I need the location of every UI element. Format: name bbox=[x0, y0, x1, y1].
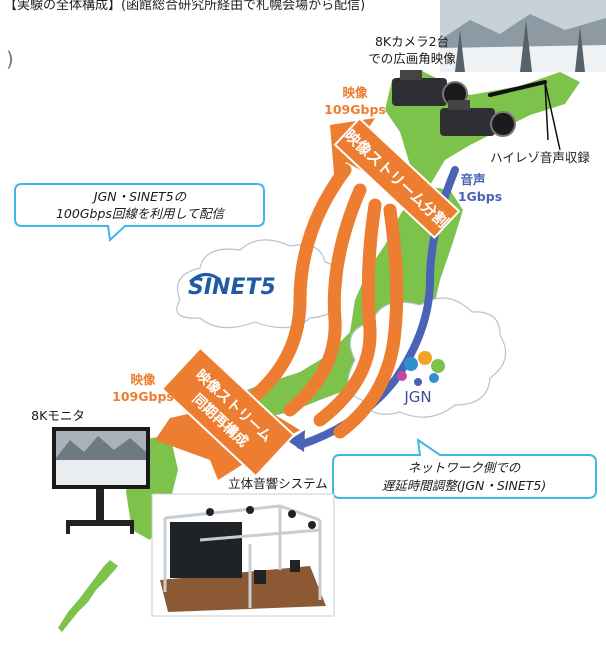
video-arrow-1 bbox=[243, 163, 352, 407]
video-bottom-label: 映像 bbox=[130, 372, 156, 387]
camera-icon-2 bbox=[440, 100, 516, 137]
sound-system-image bbox=[151, 493, 335, 617]
microphone-icon bbox=[488, 80, 561, 151]
delay-callout-line1: ネットワーク側での bbox=[408, 460, 522, 475]
camera-label-line2: での広画角映像 bbox=[368, 51, 456, 66]
video-arrow-3 bbox=[313, 198, 382, 427]
jgn-logo-text: JGN bbox=[403, 388, 431, 406]
audio-arrowhead bbox=[288, 430, 305, 452]
audio-top-label: 音声 bbox=[460, 172, 485, 187]
header-text: 【実験の全体構成】(函館総合研究所経由で札幌会場から配信) bbox=[4, 0, 365, 13]
video-top-label: 映像 bbox=[342, 85, 368, 100]
video-stream-arrows bbox=[243, 163, 404, 439]
video-arrow-2 bbox=[283, 183, 367, 417]
jgn-sinet-callout-line2: 100Gbps回線を利用して配信 bbox=[56, 206, 226, 221]
snow-scene-image bbox=[440, 0, 606, 72]
sinet5-logo: SINET5 bbox=[188, 273, 276, 300]
video-bottom-rate: 109Gbps bbox=[112, 389, 174, 404]
sound-system-label: 立体音響システム bbox=[228, 476, 328, 491]
jgn-logo: JGN bbox=[397, 351, 445, 406]
sinet5-logo-text: SINET5 bbox=[188, 275, 276, 300]
camera-label-line1: 8Kカメラ2台 bbox=[375, 34, 449, 49]
delay-callout-line2: 遅延時間調整(JGN・SINET5) bbox=[382, 478, 546, 493]
hires-audio-label: ハイレゾ音声収録 bbox=[490, 150, 590, 165]
ryukyu-shape bbox=[58, 560, 118, 632]
audio-top-rate: 1Gbps bbox=[458, 189, 502, 204]
video-top-rate: 109Gbps bbox=[324, 102, 386, 117]
jgn-sinet-callout-line1: JGN・SINET5の bbox=[91, 189, 188, 204]
left-bracket: ) bbox=[6, 47, 14, 71]
delay-callout: ネットワーク側での 遅延時間調整(JGN・SINET5) bbox=[332, 437, 597, 499]
jgn-sinet-callout: JGN・SINET5の 100Gbps回線を利用して配信 bbox=[14, 183, 265, 243]
video-arrow-4 bbox=[333, 203, 404, 439]
monitor-icon bbox=[52, 427, 150, 534]
monitor-label: 8Kモニタ bbox=[31, 408, 85, 423]
